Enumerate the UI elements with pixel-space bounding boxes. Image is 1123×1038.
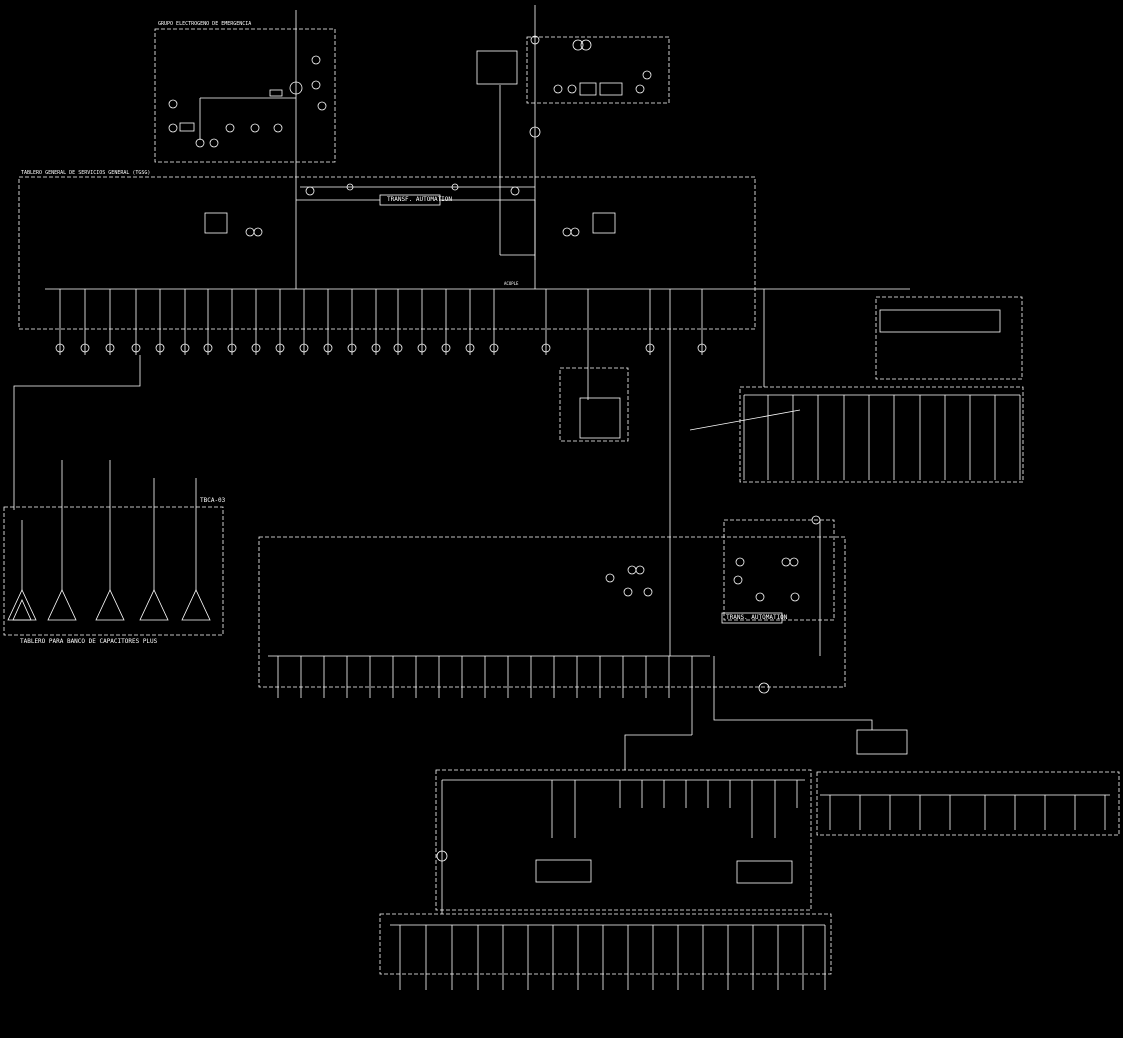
main-loads [55, 343, 707, 353]
small-panel-enclosure [559, 367, 629, 442]
transfer-enclosure-mid [723, 519, 835, 621]
transformer-box [856, 729, 908, 755]
lighting-feeders [743, 395, 1021, 480]
board-bottom-left [435, 769, 812, 911]
lighting-panel-enclosure [739, 386, 1024, 483]
transfer-automation-label: TRANSF. AUTOMATION [387, 196, 453, 203]
transfer-automation-mid-label: TRANS. AUTOMATION [726, 614, 788, 621]
tie-label: ACOPLE [504, 281, 519, 286]
capacitor-board-label: TABLERO PARA BANCO DE CAPACITORES PLUS [20, 638, 158, 645]
auxiliary-panel-enclosure [875, 296, 1023, 380]
meter-box [476, 50, 518, 85]
utility-enclosure [526, 36, 670, 104]
board-bottom [379, 913, 832, 975]
emergency-generator-title: GRUPO ELECTROGENO DE EMERGENCIA [158, 21, 252, 27]
main-feeders [59, 289, 765, 540]
capacitor-bank-enclosure [3, 506, 224, 636]
main-board-title: TABLERO GENERAL DE SERVICIOS GENERAL (TG… [21, 170, 151, 176]
secondary-feeders [277, 656, 693, 735]
capacitor-tag: TBCA-03 [200, 497, 226, 504]
generator-enclosure [154, 28, 336, 163]
secondary-switchboard-enclosure [258, 536, 846, 688]
main-switchboard-enclosure [18, 176, 756, 330]
board-bottom-right [816, 771, 1120, 836]
capacitor-triangles [7, 589, 211, 621]
transfer-automation-mid-box [721, 612, 783, 624]
